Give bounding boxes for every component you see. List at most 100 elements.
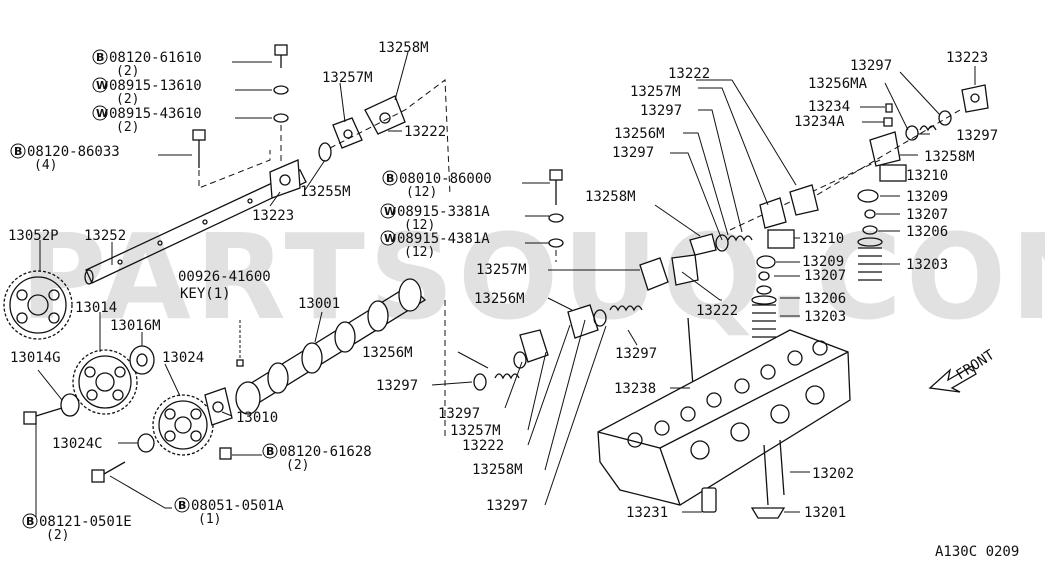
valve[interactable] bbox=[750, 439, 786, 519]
crank-sprocket[interactable] bbox=[152, 394, 214, 456]
part-label[interactable]: 13206 bbox=[906, 224, 948, 240]
callout-qty: (2) bbox=[116, 92, 139, 107]
right-rocker-assembly[interactable] bbox=[729, 84, 989, 231]
part-label[interactable]: 13258M bbox=[585, 189, 636, 205]
callout-prefix-circle bbox=[22, 513, 38, 529]
part-label[interactable]: 13257M bbox=[476, 262, 527, 278]
part-label[interactable]: 13202 bbox=[812, 466, 854, 482]
valve-guide[interactable] bbox=[701, 487, 717, 513]
part-label[interactable]: 13256M bbox=[362, 345, 413, 361]
callout-qty: (2) bbox=[116, 120, 139, 135]
part-label[interactable]: 13024C bbox=[52, 436, 103, 452]
part-label[interactable]: 13238 bbox=[614, 381, 656, 397]
valve-spring-stack-mid[interactable] bbox=[751, 229, 795, 338]
part-label[interactable]: 13223 bbox=[252, 208, 294, 224]
rocker-bracket[interactable] bbox=[269, 159, 301, 199]
part-label[interactable]: 13297 bbox=[956, 128, 998, 144]
part-label[interactable]: 13203 bbox=[804, 309, 846, 325]
part-label[interactable]: 13257M bbox=[322, 70, 373, 86]
rocker-arm[interactable] bbox=[318, 79, 451, 196]
callout-qty: (12) bbox=[404, 218, 435, 233]
callout-prefix-circle bbox=[262, 443, 278, 459]
part-label[interactable]: 13256M bbox=[614, 126, 665, 142]
part-label[interactable]: 13203 bbox=[906, 257, 948, 273]
part-label[interactable]: 13257M bbox=[450, 423, 501, 439]
part-label[interactable]: 13010 bbox=[236, 410, 278, 426]
part-label[interactable]: 13209 bbox=[802, 254, 844, 270]
part-label[interactable]: 13222 bbox=[462, 438, 504, 454]
part-label[interactable]: 13234A bbox=[794, 114, 845, 130]
part-label[interactable]: 13222 bbox=[668, 66, 710, 82]
callout-prefix-circle bbox=[174, 497, 190, 513]
callout-prefix-circle bbox=[382, 170, 398, 186]
part-label[interactable]: 13252 bbox=[84, 228, 126, 244]
part-label[interactable]: 13223 bbox=[946, 50, 988, 66]
rocker-shaft[interactable] bbox=[84, 169, 307, 285]
callout-qty: (2) bbox=[286, 458, 309, 473]
bracket-bolt[interactable] bbox=[192, 44, 289, 189]
cylinder-head[interactable] bbox=[597, 329, 851, 506]
mid-rocker-assembly[interactable] bbox=[444, 233, 753, 440]
sprocket-bolt[interactable] bbox=[23, 407, 232, 483]
cam-sprocket[interactable] bbox=[3, 270, 73, 340]
callout-prefix: B bbox=[178, 499, 186, 512]
part-label[interactable]: 13257M bbox=[630, 84, 681, 100]
part-label[interactable]: 13297 bbox=[376, 378, 418, 394]
part-label[interactable]: 13297 bbox=[612, 145, 654, 161]
part-label[interactable]: 13256M bbox=[474, 291, 525, 307]
part-label[interactable]: 13014G bbox=[10, 350, 61, 366]
part-label[interactable]: 13001 bbox=[298, 296, 340, 312]
key-part-label: KEY(1) bbox=[180, 286, 231, 302]
part-label[interactable]: 13255M bbox=[300, 184, 351, 200]
sprocket-hub[interactable] bbox=[60, 345, 155, 453]
part-label[interactable]: 13234 bbox=[808, 99, 850, 115]
part-label[interactable]: 13256MA bbox=[808, 76, 868, 92]
part-label[interactable]: 13258M bbox=[378, 40, 429, 56]
callout-qty: (1) bbox=[198, 512, 221, 527]
part-label[interactable]: 13210 bbox=[802, 231, 844, 247]
part-label[interactable]: 13231 bbox=[626, 505, 668, 521]
idler-sprocket[interactable] bbox=[72, 349, 138, 415]
part-label[interactable]: 13222 bbox=[404, 124, 446, 140]
valve-spring-stack-right[interactable] bbox=[857, 164, 907, 281]
part-label[interactable]: 13297 bbox=[615, 346, 657, 362]
part-label[interactable]: 13297 bbox=[850, 58, 892, 74]
part-label[interactable]: 13209 bbox=[906, 189, 948, 205]
part-label[interactable]: 13297 bbox=[438, 406, 480, 422]
part-label[interactable]: 13222 bbox=[696, 303, 738, 319]
callout-qty: (2) bbox=[116, 64, 139, 79]
part-label[interactable]: 13052P bbox=[8, 228, 59, 244]
mid-bolt-stack[interactable] bbox=[548, 169, 564, 262]
part-label[interactable]: 13297 bbox=[486, 498, 528, 514]
thrust-plate[interactable] bbox=[204, 387, 233, 426]
part-label[interactable]: 13258M bbox=[924, 149, 975, 165]
part-label[interactable]: 13207 bbox=[906, 207, 948, 223]
part-label[interactable]: 13016M bbox=[110, 318, 161, 334]
part-label[interactable]: 13297 bbox=[640, 103, 682, 119]
callout-prefix: W bbox=[96, 79, 108, 92]
part-label[interactable]: 13201 bbox=[804, 505, 846, 521]
part-label[interactable]: 13206 bbox=[804, 291, 846, 307]
part-label[interactable]: 13014 bbox=[75, 300, 117, 316]
part-label[interactable]: 13210 bbox=[906, 168, 948, 184]
callout-prefix-circle bbox=[380, 230, 396, 246]
callout-prefix-circle bbox=[92, 77, 108, 93]
callout-prefix: W bbox=[384, 232, 396, 245]
camshaft[interactable] bbox=[235, 278, 427, 415]
part-label[interactable]: 13207 bbox=[804, 268, 846, 284]
callout-qty: (12) bbox=[404, 245, 435, 260]
part-label[interactable]: 13258M bbox=[472, 462, 523, 478]
part-label[interactable]: 13024 bbox=[162, 350, 204, 366]
